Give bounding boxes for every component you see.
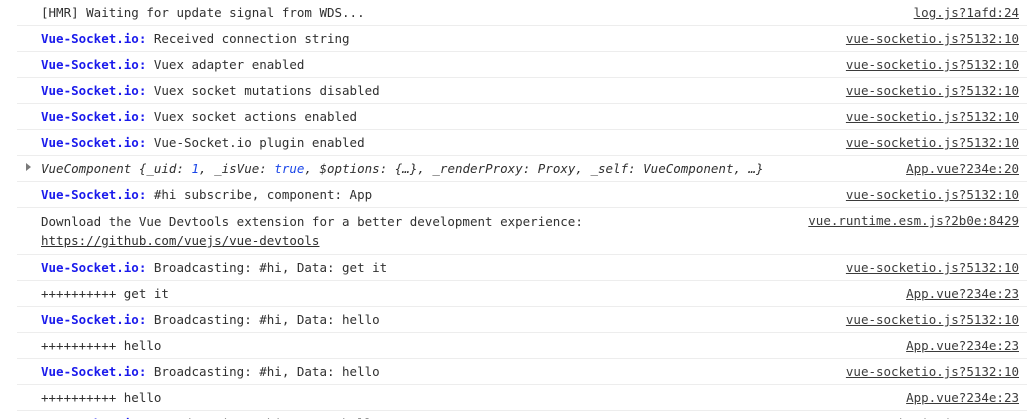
- console-message: Download the Vue Devtools extension for …: [41, 212, 808, 250]
- log-source-tag: Vue-Socket.io:: [41, 31, 147, 46]
- object-property-name: _renderProxy:: [432, 161, 538, 176]
- log-text: Download the Vue Devtools extension for …: [41, 214, 583, 229]
- log-text: Received connection string: [146, 31, 350, 46]
- console-message: Vue-Socket.io: Broadcasting: #hi, Data: …: [41, 259, 846, 276]
- console-message: Vue-Socket.io: Broadcasting: #hi, Data: …: [41, 363, 846, 380]
- log-source-link[interactable]: vue.runtime.esm.js?2b0e:8429: [808, 213, 1019, 228]
- log-text: Vuex socket actions enabled: [146, 109, 358, 124]
- console-row[interactable]: Vue-Socket.io: Broadcasting: #hi, Data: …: [17, 359, 1027, 385]
- console-message: Vue-Socket.io: #hi subscribe, component:…: [41, 186, 846, 203]
- log-source-link[interactable]: log.js?1afd:24: [913, 5, 1019, 20]
- log-source-link[interactable]: vue-socketio.js?5132:10: [846, 415, 1019, 419]
- log-text: Vuex socket mutations disabled: [146, 83, 380, 98]
- console-message: Vue-Socket.io: Vuex adapter enabled: [41, 56, 846, 73]
- console-message: [HMR] Waiting for update signal from WDS…: [41, 4, 914, 21]
- console-row[interactable]: ++++++++++ hello App.vue?234e:23: [17, 385, 1027, 411]
- object-property-value: true: [274, 161, 305, 176]
- log-source-link[interactable]: App.vue?234e:23: [906, 286, 1019, 301]
- console-row[interactable]: Download the Vue Devtools extension for …: [17, 208, 1027, 255]
- console-row[interactable]: Vue-Socket.io: Vue-Socket.io plugin enab…: [17, 130, 1027, 156]
- log-text: Broadcasting: #hi, Data: hello: [146, 312, 380, 327]
- object-property-name: $options:: [319, 161, 395, 176]
- console-message: Vue-Socket.io: Received connection strin…: [41, 30, 846, 47]
- log-text: [HMR] Waiting for update signal from WDS…: [41, 5, 365, 20]
- log-source-tag: Vue-Socket.io:: [41, 416, 146, 419]
- log-source-tag: Vue-Socket.io:: [41, 83, 147, 98]
- object-property-value: {…}: [394, 161, 418, 176]
- log-source-link[interactable]: vue-socketio.js?5132:10: [845, 57, 1019, 72]
- console-row[interactable]: Vue-Socket.io: Broadcasting: #hi, Data: …: [17, 255, 1027, 281]
- console-row[interactable]: Vue-Socket.io: Broadcasting: #hi, Data: …: [17, 411, 1027, 419]
- log-text: ++++++++++ hello: [41, 338, 162, 353]
- console-message: Vue-Socket.io: Vuex socket actions enabl…: [41, 108, 846, 125]
- object-property-separator: ,: [417, 161, 433, 176]
- log-source-link[interactable]: vue-socketio.js?5132:10: [845, 187, 1019, 202]
- object-property-separator: ,: [199, 161, 215, 176]
- object-property-name: _uid:: [146, 161, 192, 176]
- console-row[interactable]: Vue-Socket.io: Broadcasting: #hi, Data: …: [17, 307, 1027, 333]
- log-source-link[interactable]: vue-socketio.js?5132:10: [845, 83, 1019, 98]
- log-text: #hi subscribe, component: App: [146, 187, 373, 202]
- console-row[interactable]: [HMR] Waiting for update signal from WDS…: [17, 0, 1027, 26]
- log-text: ++++++++++ get it: [41, 286, 169, 301]
- log-source-link[interactable]: vue-socketio.js?5132:10: [845, 109, 1019, 124]
- object-property-separator: ,: [575, 161, 591, 176]
- console-message: Vue-Socket.io: Vuex socket mutations dis…: [41, 82, 846, 99]
- log-text: Broadcasting: #hi, Data: hello: [146, 364, 380, 379]
- log-source-link[interactable]: vue-socketio.js?5132:10: [845, 135, 1019, 150]
- console-message: Vue-Socket.io: Broadcasting: #hi, Data: …: [41, 311, 846, 328]
- console-row[interactable]: ++++++++++ get it App.vue?234e:23: [17, 281, 1027, 307]
- log-source-link[interactable]: App.vue?234e:23: [906, 390, 1019, 405]
- object-property-value: 1: [191, 161, 200, 176]
- console-message: VueComponent {_uid: 1, _isVue: true, $op…: [41, 160, 906, 177]
- devtools-repo-link[interactable]: https://github.com/vuejs/vue-devtools: [41, 233, 320, 248]
- console-row[interactable]: Vue-Socket.io: Vuex socket actions enabl…: [17, 104, 1027, 130]
- object-preview-ellipsis: …}: [748, 161, 764, 176]
- console-row[interactable]: Vue-Socket.io: Vuex socket mutations dis…: [17, 78, 1027, 104]
- object-property-separator: ,: [733, 161, 749, 176]
- console-row[interactable]: ++++++++++ hello App.vue?234e:23: [17, 333, 1027, 359]
- log-source-tag: Vue-Socket.io:: [41, 135, 147, 150]
- console-message: Vue-Socket.io: Broadcasting: #hi, Data: …: [41, 415, 846, 419]
- log-source-tag: Vue-Socket.io:: [41, 57, 147, 72]
- log-source-tag: Vue-Socket.io:: [41, 364, 147, 379]
- log-source-link[interactable]: App.vue?234e:23: [906, 338, 1019, 353]
- console-row[interactable]: Vue-Socket.io: Received connection strin…: [17, 26, 1027, 52]
- log-source-tag: Vue-Socket.io:: [41, 260, 147, 275]
- object-property-separator: ,: [304, 161, 320, 176]
- object-property-value: VueComponent: [643, 161, 734, 176]
- disclosure-triangle-icon[interactable]: [26, 163, 31, 171]
- console-message: ++++++++++ hello: [41, 389, 906, 406]
- object-property-name: _self:: [590, 161, 644, 176]
- log-source-link[interactable]: vue-socketio.js?5132:10: [845, 364, 1019, 379]
- log-text: Broadcasting: #hi, Data: get it: [146, 260, 388, 275]
- log-source-link[interactable]: vue-socketio.js?5132:10: [845, 31, 1019, 46]
- log-text: Vuex adapter enabled: [146, 57, 305, 72]
- console-message: ++++++++++ get it: [41, 285, 906, 302]
- console-row[interactable]: Vue-Socket.io: #hi subscribe, component:…: [17, 182, 1027, 208]
- log-source-link[interactable]: App.vue?234e:20: [906, 161, 1019, 176]
- console-row[interactable]: VueComponent {_uid: 1, _isVue: true, $op…: [17, 156, 1027, 182]
- log-source-link[interactable]: vue-socketio.js?5132:10: [845, 260, 1019, 275]
- log-source-link[interactable]: vue-socketio.js?5132:10: [845, 312, 1019, 327]
- console-message: Vue-Socket.io: Vue-Socket.io plugin enab…: [41, 134, 846, 151]
- log-text: Vue-Socket.io plugin enabled: [146, 135, 365, 150]
- object-constructor-name: VueComponent {: [41, 161, 147, 176]
- log-source-tag: Vue-Socket.io:: [41, 109, 147, 124]
- object-property-value: Proxy: [537, 161, 576, 176]
- log-source-tag: Vue-Socket.io:: [41, 187, 147, 202]
- console-message: ++++++++++ hello: [41, 337, 906, 354]
- log-text: ++++++++++ hello: [41, 390, 162, 405]
- object-property-name: _isVue:: [214, 161, 275, 176]
- log-source-tag: Vue-Socket.io:: [41, 312, 147, 327]
- log-text: Broadcasting: #hi, Data: hello: [146, 416, 380, 419]
